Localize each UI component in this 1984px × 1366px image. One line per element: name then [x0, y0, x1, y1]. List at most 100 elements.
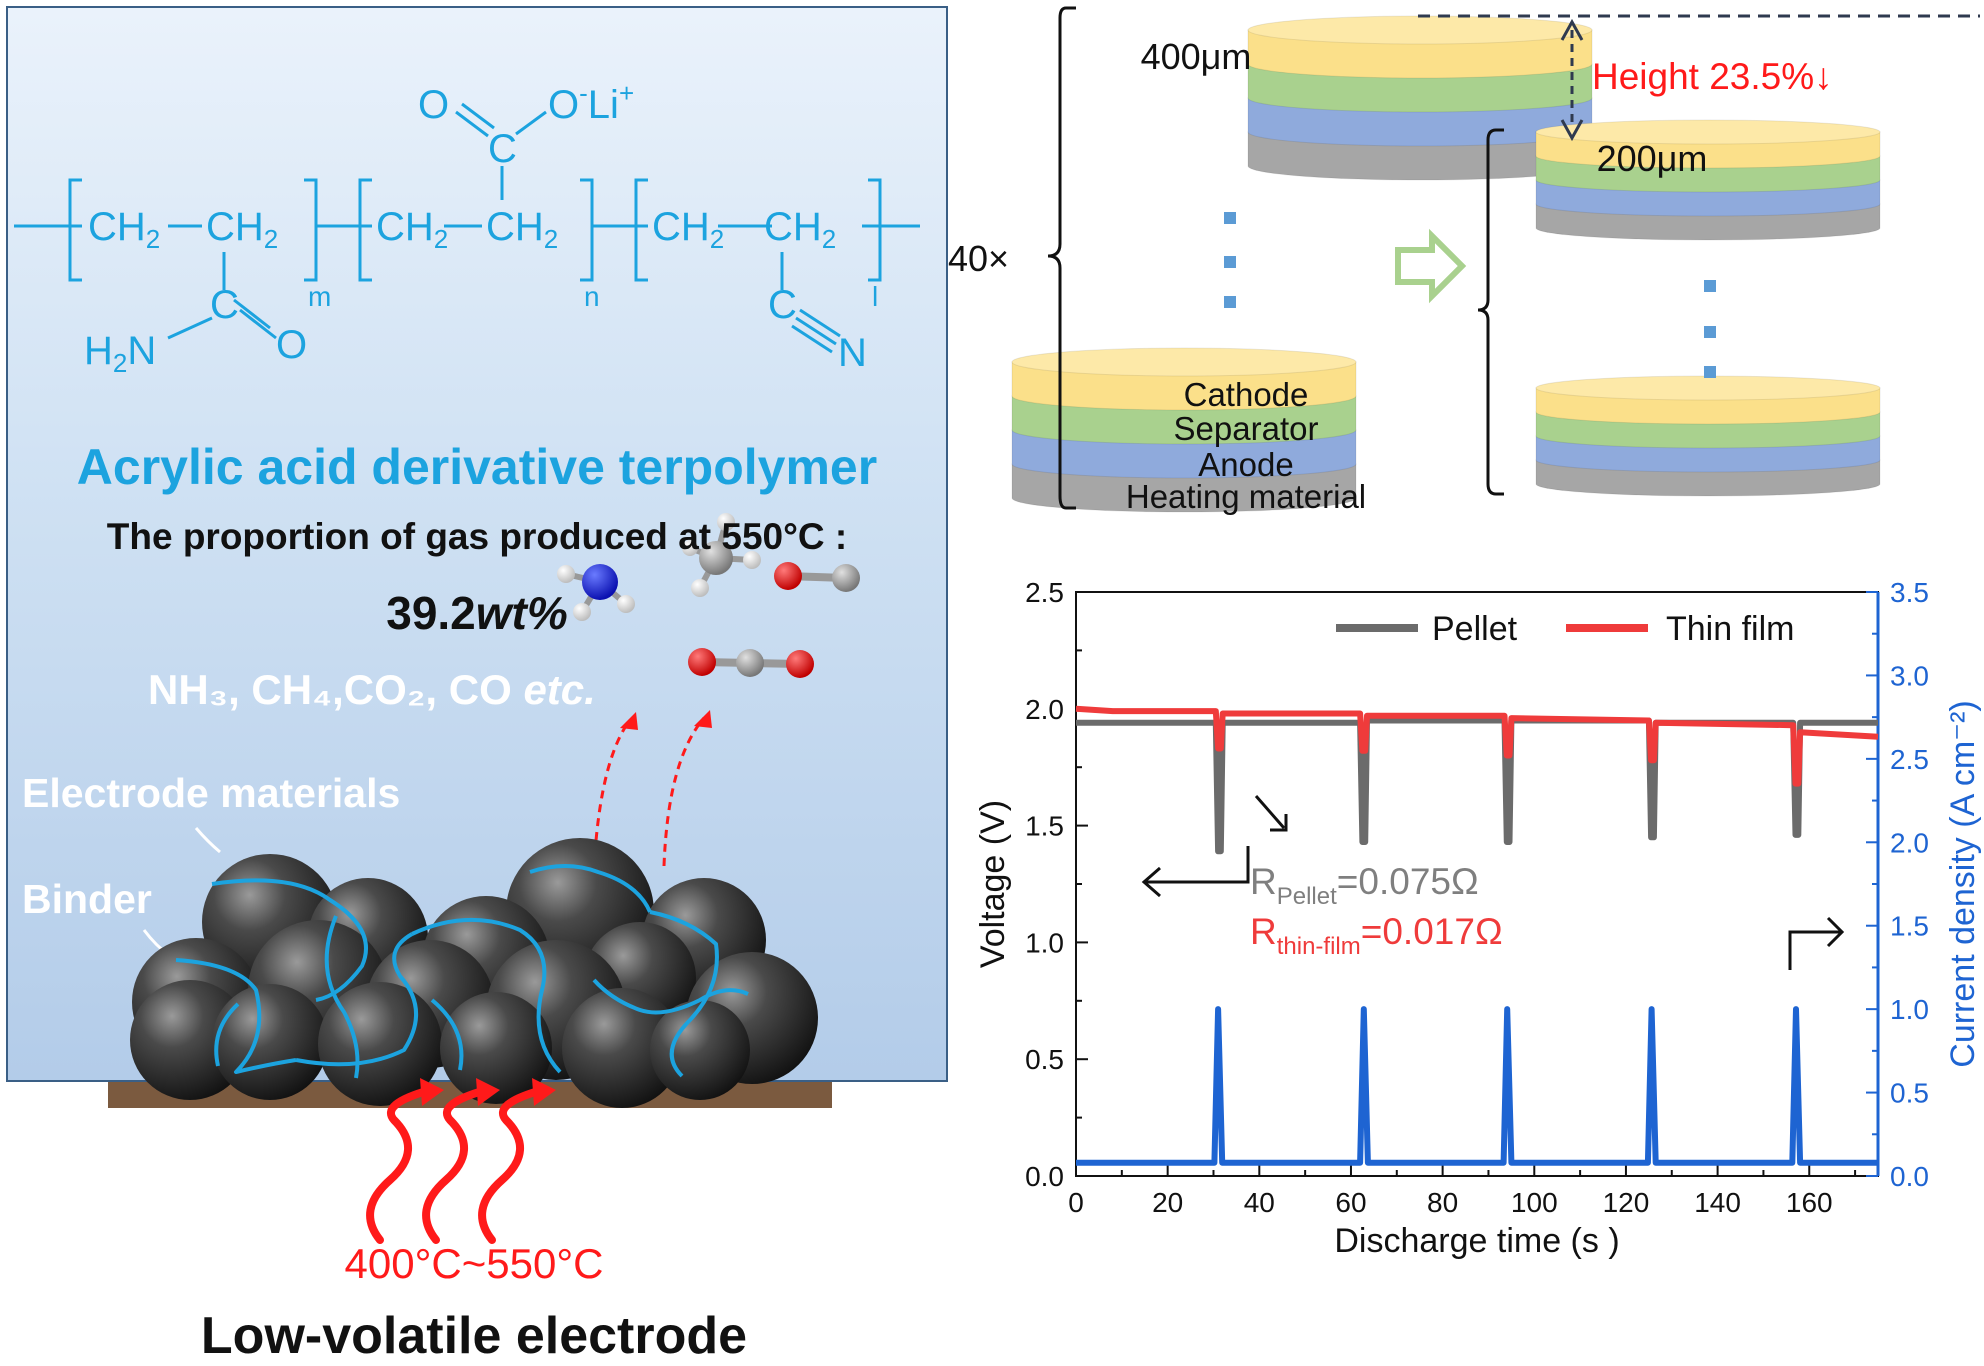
heat-arrow-head-icon — [476, 1078, 500, 1106]
polymer-atoms: CH2 CH2 CH2 CH2 CH2 CH2 m n l C O H2N C … — [84, 78, 878, 378]
amide-nh2: H2N — [84, 329, 156, 378]
polymer-structure — [14, 102, 920, 354]
axis-pointer-arrows — [1141, 795, 1845, 970]
x-tick-label: 40 — [1244, 1187, 1275, 1218]
nitrile-n: N — [838, 331, 867, 375]
y-tick-label-right: 0.0 — [1890, 1161, 1929, 1192]
y-tick-label-left: 0.5 — [1025, 1044, 1064, 1075]
y-axis-label-current-density: Current density (A cm⁻²) — [1944, 700, 1982, 1067]
ch2-5: CH2 — [652, 205, 724, 254]
co2-molecule — [688, 648, 814, 678]
ch2-6: CH2 — [764, 205, 836, 254]
disk-top-face — [1247, 15, 1593, 45]
y-tick-label-left: 2.0 — [1025, 694, 1064, 725]
cell-multiplier: 40× — [948, 238, 1010, 279]
gas-release-arrows — [592, 717, 706, 869]
disk-top-face — [1535, 119, 1881, 145]
polymer-title: Acrylic acid derivative terpolymer — [76, 439, 878, 495]
arrow-down-icon — [1560, 119, 1584, 142]
index-m: m — [308, 281, 331, 312]
carboxyl-c: C — [488, 127, 517, 171]
carboxylate-oli: O-Li+ — [548, 78, 634, 127]
amide-c: C — [210, 283, 239, 327]
y-tick-label-right: 3.0 — [1890, 660, 1929, 691]
gas-proportion-label: The proportion of gas produced at 550°C … — [106, 516, 848, 557]
carboxyl-o: O — [418, 83, 449, 127]
y-tick-label-right: 3.5 — [1890, 577, 1929, 608]
binder-chains — [175, 864, 749, 1079]
ch2-4: CH2 — [486, 205, 558, 254]
index-n: n — [584, 281, 600, 312]
y-tick-label-right: 2.0 — [1890, 827, 1929, 858]
x-axis-label: Discharge time (s ) — [1334, 1222, 1619, 1260]
y-tick-label-left: 0.0 — [1025, 1161, 1064, 1192]
separator-label: Separator — [1173, 410, 1319, 447]
arrow-head-icon — [694, 710, 712, 728]
binder-illustration: CH2 CH2 CH2 CH2 CH2 CH2 m n l C O H2N C … — [14, 78, 920, 1244]
x-tick-label: 60 — [1335, 1187, 1366, 1218]
x-tick-label: 140 — [1694, 1187, 1741, 1218]
anode-label: Anode — [1198, 446, 1294, 483]
ch2-2: CH2 — [206, 205, 278, 254]
temperature-range: 400°C~550°C — [344, 1240, 604, 1287]
arrow-up-icon — [1560, 18, 1584, 41]
resistance-annotation: RPellet=0.075Ω Rthin-film=0.017Ω — [1250, 861, 1503, 960]
legend-label-thin-film: Thin film — [1666, 610, 1794, 648]
ch2-1: CH2 — [88, 205, 160, 254]
low-volatile-caption: Low-volatile electrode — [200, 1307, 748, 1365]
disk-top-face — [1535, 375, 1881, 401]
co-molecule — [774, 562, 860, 592]
transition-arrow-icon — [1395, 228, 1467, 304]
thin-layer-label: 200μm — [1596, 138, 1708, 179]
y-axis-label-voltage: Voltage (V) — [974, 800, 1012, 968]
thin-cell-top — [1535, 119, 1881, 241]
amide-o: O — [276, 323, 307, 367]
height-reduction-label: Height 23.5%↓ — [1592, 56, 1833, 97]
binder-label: Binder — [22, 876, 152, 922]
x-tick-label: 100 — [1511, 1187, 1558, 1218]
y-tick-label-left: 2.5 — [1025, 577, 1064, 608]
heat-arrow-head-icon — [532, 1078, 556, 1106]
series-pellet — [1076, 717, 1878, 855]
r-pellet-value: RPellet=0.075Ω — [1250, 861, 1479, 910]
heat-arrow-head-icon — [420, 1078, 444, 1106]
nitrile-c: C — [768, 283, 797, 327]
x-tick-label: 20 — [1152, 1187, 1183, 1218]
disk-top-face — [1011, 347, 1357, 377]
x-tick-label: 160 — [1786, 1187, 1833, 1218]
stack-ellipsis-dots — [1224, 212, 1716, 378]
chart-legend: Pellet Thin film — [1336, 610, 1794, 648]
y-tick-label-right: 2.5 — [1890, 744, 1929, 775]
arrow-head-icon — [620, 712, 638, 730]
x-tick-label: 80 — [1427, 1187, 1458, 1218]
series-thin-film — [1075, 705, 1879, 787]
x-tick-label: 120 — [1603, 1187, 1650, 1218]
ch2-3: CH2 — [376, 205, 448, 254]
y-tick-label-left: 1.5 — [1025, 811, 1064, 842]
thick-cell-top — [1247, 15, 1593, 181]
y-tick-label-right: 0.5 — [1890, 1078, 1929, 1109]
ch4-molecule — [682, 513, 761, 597]
thick-layer-label: 400μm — [1140, 36, 1252, 77]
heat-arrows-icon — [366, 1086, 546, 1244]
stack-diagram — [1011, 6, 1980, 513]
r-thin-film-value: Rthin-film=0.017Ω — [1250, 911, 1503, 960]
electrode-materials-label: Electrode materials — [22, 770, 401, 816]
index-l: l — [872, 281, 878, 312]
nh3-molecule — [557, 564, 635, 621]
gas-proportion-value: 39.2wt% — [386, 587, 568, 639]
gas-species-list: NH₃, CH₄,CO₂, CO etc. — [148, 666, 596, 713]
series-current-density — [1076, 1006, 1878, 1166]
right-brace — [1477, 128, 1504, 496]
discharge-chart: 0.0 0.5 1.0 1.5 2.0 2.5 0.0 0.5 1.0 1.5 2.0 2.5 3.0… — [974, 577, 1982, 1260]
y-tick-label-left: 1.0 — [1025, 927, 1064, 958]
legend-label-pellet: Pellet — [1432, 610, 1518, 648]
thick-cell-bottom — [1011, 347, 1357, 513]
heating-material-label: Heating material — [1125, 478, 1367, 515]
y-tick-label-right: 1.0 — [1890, 994, 1929, 1025]
x-tick-label: 0 — [1068, 1187, 1084, 1218]
thin-cell-bottom — [1535, 375, 1881, 497]
left-brace — [1047, 6, 1076, 510]
cathode-label: Cathode — [1183, 376, 1309, 413]
y-tick-label-right: 1.5 — [1890, 911, 1929, 942]
